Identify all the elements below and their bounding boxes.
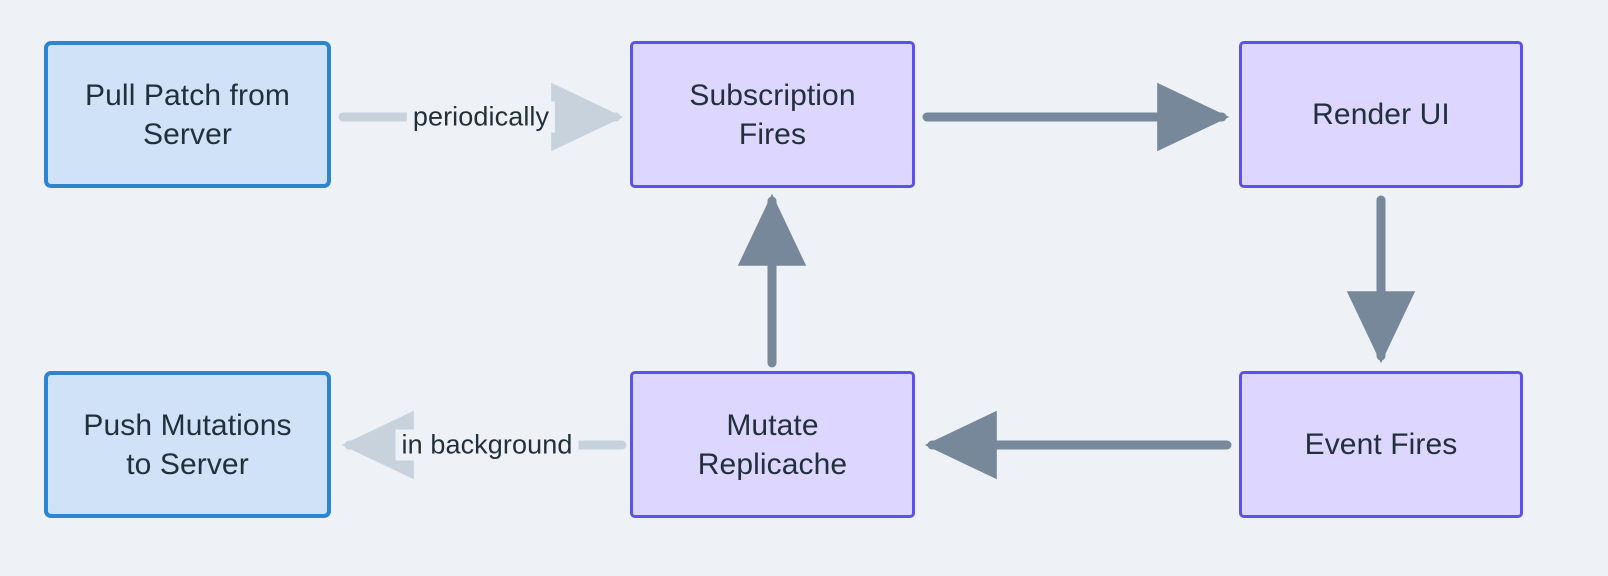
edge-label-periodically: periodically: [406, 101, 556, 133]
node-label: Subscription Fires: [689, 78, 856, 151]
node-event-fires[interactable]: Event Fires: [1239, 371, 1523, 518]
node-label: Push Mutations to Server: [83, 408, 292, 481]
node-label: Mutate Replicache: [697, 408, 848, 481]
node-render-ui[interactable]: Render UI: [1239, 41, 1523, 188]
node-pull-patch-from-server[interactable]: Pull Patch from Server: [44, 41, 331, 188]
node-subscription-fires[interactable]: Subscription Fires: [630, 41, 915, 188]
node-mutate-replicache[interactable]: Mutate Replicache: [630, 371, 915, 518]
node-label: Event Fires: [1304, 428, 1458, 461]
node-label: Render UI: [1312, 98, 1450, 131]
node-push-mutations-to-server[interactable]: Push Mutations to Server: [44, 371, 331, 518]
node-label: Pull Patch from Server: [85, 78, 290, 151]
edge-label-in-background: in background: [395, 429, 579, 461]
